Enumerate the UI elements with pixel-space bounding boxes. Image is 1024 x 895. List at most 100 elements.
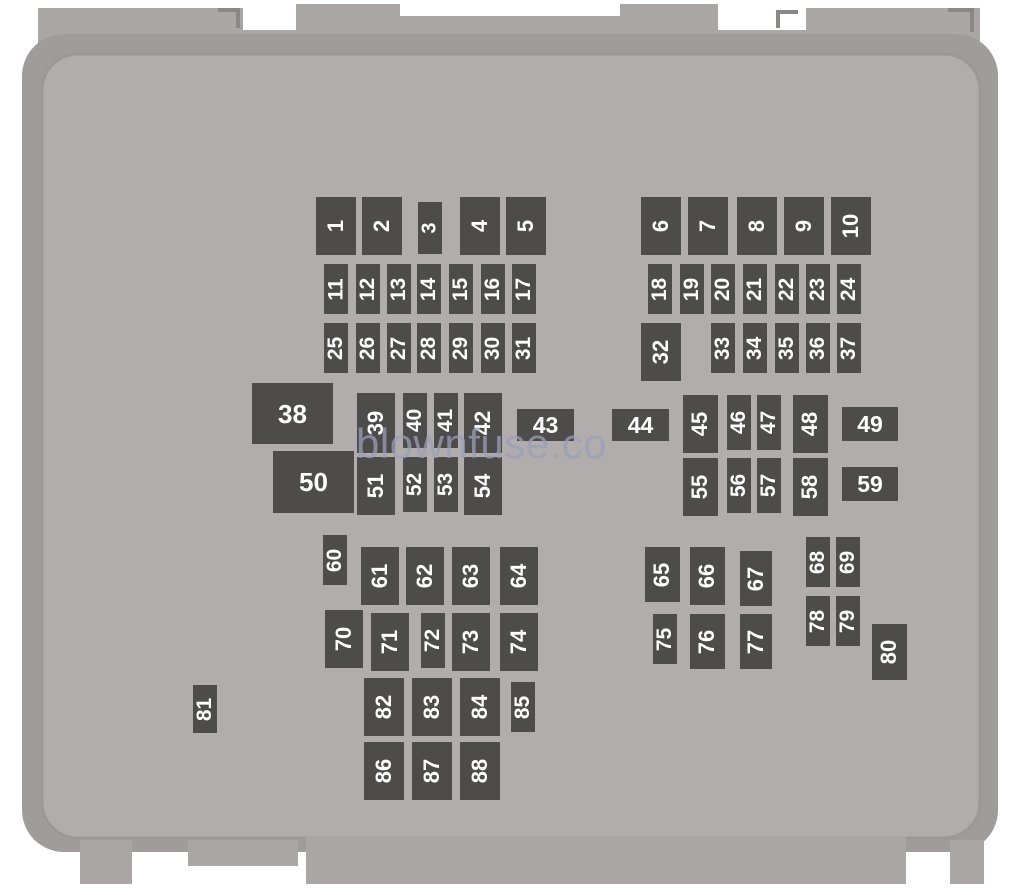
fuse-12: 12 bbox=[356, 264, 380, 314]
fuse-label: 69 bbox=[836, 550, 860, 574]
fuse-19: 19 bbox=[680, 264, 704, 314]
fuse-label: 9 bbox=[791, 219, 816, 233]
fuse-26: 26 bbox=[356, 323, 380, 373]
fuse-27: 27 bbox=[387, 323, 411, 373]
fuse-label: 46 bbox=[727, 410, 751, 435]
housing-tab-mark-far-right bbox=[948, 8, 974, 32]
fuse-label: 31 bbox=[512, 336, 536, 360]
fuse-label: 79 bbox=[836, 609, 860, 633]
fuse-29: 29 bbox=[449, 323, 473, 373]
fuse-53: 53 bbox=[434, 457, 458, 512]
fuse-50: 50 bbox=[273, 451, 354, 513]
fuse-label: 12 bbox=[356, 277, 380, 301]
fuse-66: 66 bbox=[690, 547, 725, 605]
fuse-85: 85 bbox=[511, 682, 535, 732]
fuse-label: 34 bbox=[743, 336, 767, 360]
fuse-45: 45 bbox=[683, 395, 718, 453]
fuse-14: 14 bbox=[417, 264, 441, 314]
fuse-69: 69 bbox=[836, 537, 860, 587]
fuse-label: 61 bbox=[366, 563, 392, 589]
fuse-label: 23 bbox=[806, 277, 830, 301]
housing-bottom-foot-3 bbox=[306, 836, 906, 884]
fuse-label: 49 bbox=[857, 410, 883, 437]
fuse-15: 15 bbox=[449, 264, 473, 314]
fuse-label: 21 bbox=[743, 277, 767, 301]
fuse-20: 20 bbox=[711, 264, 735, 314]
fuse-86: 86 bbox=[364, 742, 404, 800]
fuse-label: 83 bbox=[418, 694, 444, 720]
fuse-87: 87 bbox=[412, 742, 452, 800]
housing-tab-mark-left bbox=[218, 8, 240, 28]
fuse-34: 34 bbox=[743, 323, 767, 373]
fuse-label: 3 bbox=[419, 222, 441, 234]
fuse-label: 75 bbox=[653, 627, 677, 651]
fuse-label: 74 bbox=[505, 629, 531, 655]
fuse-label: 64 bbox=[505, 563, 531, 589]
fuse-label: 24 bbox=[837, 277, 861, 301]
fuse-label: 84 bbox=[466, 694, 492, 720]
fuse-label: 27 bbox=[387, 336, 411, 360]
fuse-21: 21 bbox=[743, 264, 767, 314]
fuse-31: 31 bbox=[512, 323, 536, 373]
fuse-83: 83 bbox=[412, 678, 452, 736]
fuse-label: 16 bbox=[481, 277, 505, 301]
fuse-label: 43 bbox=[532, 411, 559, 438]
fuse-13: 13 bbox=[387, 264, 411, 314]
fuse-61: 61 bbox=[361, 547, 399, 605]
fuse-44: 44 bbox=[612, 409, 669, 441]
fuse-label: 22 bbox=[775, 277, 799, 301]
fuse-label: 48 bbox=[797, 411, 823, 437]
fuse-label: 42 bbox=[469, 410, 495, 436]
fuse-label: 51 bbox=[362, 473, 388, 499]
fuse-88: 88 bbox=[460, 742, 500, 800]
fuse-label: 67 bbox=[742, 566, 768, 591]
fuse-78: 78 bbox=[806, 596, 830, 646]
fuse-label: 71 bbox=[376, 629, 402, 655]
fuse-68: 68 bbox=[806, 537, 830, 587]
fuse-16: 16 bbox=[481, 264, 505, 314]
fuse-30: 30 bbox=[481, 323, 505, 373]
fuse-label: 53 bbox=[434, 472, 458, 497]
fuse-label: 82 bbox=[370, 694, 396, 720]
fuse-25: 25 bbox=[324, 323, 348, 373]
fuse-38: 38 bbox=[252, 383, 333, 444]
fuse-label: 72 bbox=[421, 628, 445, 653]
fuse-33: 33 bbox=[711, 323, 735, 373]
fuse-4: 4 bbox=[460, 197, 500, 255]
fuse-8: 8 bbox=[737, 197, 777, 255]
fuse-2: 2 bbox=[362, 197, 402, 255]
fuse-label: 29 bbox=[449, 336, 473, 360]
fuse-76: 76 bbox=[690, 614, 725, 669]
fuse-label: 2 bbox=[369, 219, 394, 233]
fuse-24: 24 bbox=[837, 264, 861, 314]
fuse-55: 55 bbox=[683, 458, 718, 516]
fuse-label: 52 bbox=[403, 472, 427, 497]
fuse-label: 55 bbox=[687, 474, 713, 500]
fuse-label: 88 bbox=[466, 758, 492, 784]
fuse-label: 40 bbox=[403, 408, 427, 433]
fuse-label: 19 bbox=[680, 277, 704, 301]
fuse-label: 41 bbox=[434, 408, 458, 433]
fuse-label: 32 bbox=[647, 339, 673, 365]
fuse-6: 6 bbox=[641, 197, 681, 255]
fuse-label: 39 bbox=[362, 410, 388, 436]
fuse-28: 28 bbox=[417, 323, 441, 373]
fuse-73: 73 bbox=[452, 613, 490, 671]
fuse-label: 45 bbox=[687, 411, 713, 437]
fuse-18: 18 bbox=[648, 264, 672, 314]
fuse-label: 30 bbox=[481, 336, 505, 360]
fuse-11: 11 bbox=[324, 264, 348, 314]
fuse-label: 5 bbox=[513, 219, 538, 233]
fuse-7: 7 bbox=[688, 197, 728, 255]
fuse-label: 62 bbox=[411, 563, 437, 589]
fuse-32: 32 bbox=[641, 323, 681, 381]
fuse-label: 26 bbox=[356, 336, 380, 360]
fuse-label: 10 bbox=[837, 213, 863, 239]
fuse-label: 11 bbox=[324, 277, 348, 301]
fuse-label: 54 bbox=[469, 473, 495, 499]
housing-bottom-foot-1 bbox=[80, 840, 132, 884]
fuse-5: 5 bbox=[506, 197, 546, 255]
fuse-10: 10 bbox=[831, 197, 871, 255]
fuse-label: 50 bbox=[299, 467, 328, 497]
